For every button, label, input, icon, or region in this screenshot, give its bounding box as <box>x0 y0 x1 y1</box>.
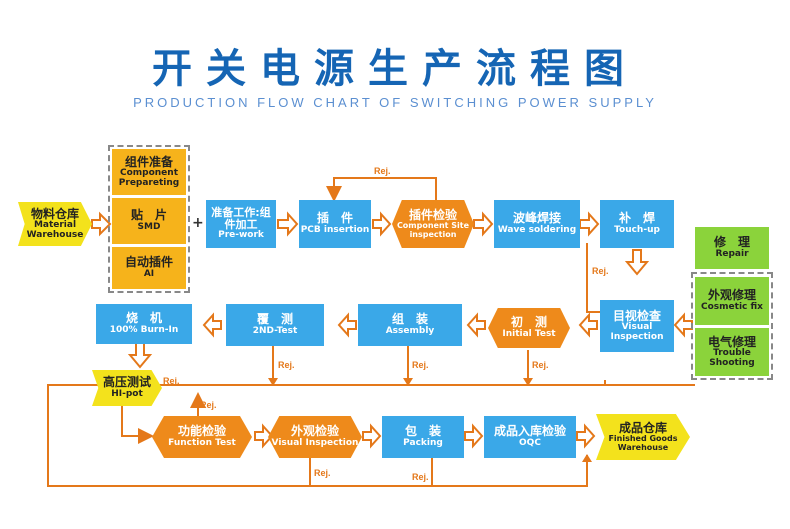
label-cn: 补 焊 <box>618 211 655 226</box>
label-cn: 组件准备 <box>124 154 173 169</box>
rej-label-assembly: Rej. <box>412 360 429 370</box>
step-component-preparing: 组件准备 Component Prepareting <box>112 149 186 195</box>
label-en: Finished Goods Warehouse <box>608 433 678 452</box>
label-en: Packing <box>403 437 443 448</box>
rej-label-function-test: Rej. <box>200 400 217 410</box>
label-en: HI-pot <box>111 388 143 399</box>
step-ai: 自动插件 AI <box>112 247 186 289</box>
label-en: OQC <box>519 437 541 448</box>
label-en: Assembly <box>385 325 435 336</box>
label-en: Trouble Shooting <box>709 347 755 368</box>
label-en: Visual Inspection <box>610 321 664 342</box>
step-cosmetic-fix: 外观修理 Cosmetic fix <box>695 277 769 325</box>
label-cn: 初 测 <box>510 315 547 330</box>
step-pre-work: 准备工作:组件加工 Pre-work <box>206 200 276 248</box>
label-cn: 插件检验 <box>408 207 457 222</box>
label-cn: 成品入库检验 <box>493 424 566 439</box>
step-2nd-test: 覆 测 2ND-Test <box>226 304 324 346</box>
label-en: Component Site inspection <box>396 220 470 239</box>
page-title: 开关电源生产流程图 <box>152 46 638 92</box>
rej-label-2nd-test: Rej. <box>278 360 295 370</box>
step-component-inspection: 插件检验 Component Site inspection <box>392 200 474 248</box>
label-cn: 波峰焊接 <box>512 211 561 226</box>
label-cn: 插 件 <box>316 211 353 226</box>
label-en: 100% Burn-In <box>109 324 179 335</box>
label-cn: 高压测试 <box>102 375 151 390</box>
rej-label-packing: Rej. <box>412 472 429 482</box>
rej-label-touch-up: Rej. <box>592 266 609 276</box>
rej-label-initial-test: Rej. <box>532 360 549 370</box>
step-initial-test: 初 测 Initial Test <box>488 308 570 348</box>
label-en: Initial Test <box>502 328 556 339</box>
step-visual-inspection-1: 目视检查 Visual Inspection <box>600 300 674 352</box>
label-cn: 功能检验 <box>177 424 226 439</box>
label-cn: 成品仓库 <box>618 420 667 435</box>
label-cn: 修 理 <box>713 235 750 250</box>
rej-label-component-inspection: Rej. <box>374 166 391 176</box>
label-cn: 物料仓库 <box>30 206 79 221</box>
label-en: 2ND-Test <box>252 325 298 336</box>
label-en: Component Prepareting <box>118 167 180 188</box>
label-en: SMD <box>137 221 161 232</box>
label-en: Visual Inspection <box>271 437 359 448</box>
step-finished-goods: 成品仓库 Finished Goods Warehouse <box>596 414 690 460</box>
label-cn: 自动插件 <box>124 255 173 270</box>
label-en: AI <box>143 268 155 279</box>
rej-label-hi-pot: Rej. <box>163 376 180 386</box>
label-en: PCB insertion <box>300 224 370 235</box>
label-cn: 烧 机 <box>125 311 162 326</box>
prep-group <box>108 145 190 293</box>
step-wave-soldering: 波峰焊接 Wave soldering <box>494 200 580 248</box>
step-repair: 修 理 Repair <box>695 227 769 269</box>
label-en: Touch-up <box>614 224 660 235</box>
label-en: Wave soldering <box>497 224 577 235</box>
label-cn: 准备工作:组件加工 <box>211 205 271 232</box>
label-cn: 覆 测 <box>256 312 293 327</box>
label-en: Cosmetic fix <box>701 301 763 312</box>
step-burn-in: 烧 机 100% Burn-In <box>96 304 192 344</box>
label-cn: 目视检查 <box>612 308 661 323</box>
label-cn: 包 装 <box>404 424 441 439</box>
label-en: Function Test <box>168 437 236 448</box>
rej-label-visual-inspection-2: Rej. <box>314 468 331 478</box>
step-material-warehouse: 物料仓库 Material Warehouse <box>18 202 92 246</box>
step-touch-up: 补 焊 Touch-up <box>600 200 674 248</box>
step-oqc: 成品入库检验 OQC <box>484 416 576 458</box>
step-trouble-shooting: 电气修理 Trouble Shooting <box>695 328 769 376</box>
step-hi-pot: 高压测试 HI-pot <box>92 370 162 406</box>
page-subtitle: PRODUCTION FLOW CHART OF SWITCHING POWER… <box>133 95 657 110</box>
repair-group <box>691 272 773 380</box>
step-packing: 包 装 Packing <box>382 416 464 458</box>
label-cn: 外观检验 <box>290 424 339 439</box>
label-en: Repair <box>715 248 749 259</box>
plus-sign: + <box>192 215 204 231</box>
step-pcb-insertion: 插 件 PCB insertion <box>299 200 371 248</box>
step-visual-inspection-2: 外观检验 Visual Inspection <box>268 416 362 458</box>
label-en: Pre-work <box>218 230 264 241</box>
step-function-test: 功能检验 Function Test <box>152 416 252 458</box>
label-cn: 外观修理 <box>707 288 756 303</box>
label-en: Material Warehouse <box>26 219 84 240</box>
label-cn: 电气修理 <box>707 334 756 349</box>
label-cn: 组 装 <box>391 312 428 327</box>
label-cn: 贴 片 <box>130 208 167 223</box>
step-smd: 贴 片 SMD <box>112 198 186 244</box>
step-assembly: 组 装 Assembly <box>358 304 462 346</box>
